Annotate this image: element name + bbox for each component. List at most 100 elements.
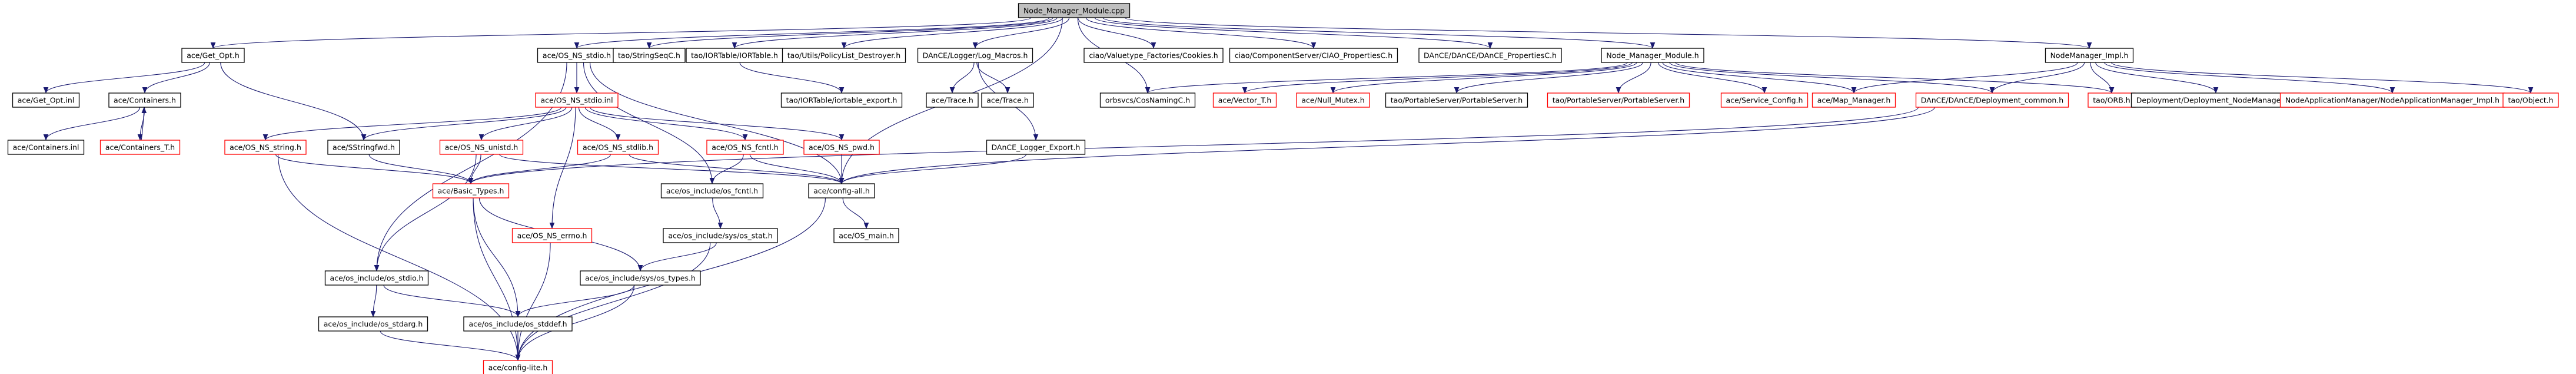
include-node[interactable]: orbsvcs/CosNamingC.h bbox=[1099, 92, 1196, 108]
node-box bbox=[2502, 92, 2559, 108]
include-node[interactable]: ace/os_include/os_stdarg.h bbox=[318, 316, 428, 332]
include-node[interactable]: ace/OS_NS_stdlib.h bbox=[577, 140, 659, 155]
include-node[interactable]: ciao/Valuetype_Factories/Cookies.h bbox=[1083, 48, 1224, 63]
include-node[interactable]: NodeManager_Impl.h bbox=[2045, 48, 2134, 63]
include-node[interactable]: ace/Map_Manager.h bbox=[1811, 92, 1896, 108]
include-node[interactable]: ace/Get_Opt.h bbox=[181, 48, 245, 63]
node-box bbox=[432, 183, 510, 198]
dependency-edge bbox=[578, 107, 619, 141]
include-node[interactable]: DAnCE/DAnCE/DAnCE_PropertiesC.h bbox=[1418, 48, 1562, 63]
include-node[interactable]: ace/SStringfwd.h bbox=[327, 140, 400, 155]
dependency-edge bbox=[577, 17, 1050, 49]
node-label: tao/IORTable/IORTable.h bbox=[691, 51, 778, 60]
include-node[interactable]: ace/OS_NS_fcntl.h bbox=[706, 140, 784, 155]
include-node[interactable]: ace/os_include/os_stdio.h bbox=[324, 270, 429, 286]
include-node[interactable]: tao/ORB.h bbox=[2088, 92, 2136, 108]
node-box bbox=[1811, 92, 1896, 108]
include-node[interactable]: NodeApplicationManager/NodeApplicationMa… bbox=[2279, 92, 2505, 108]
dependency-edge bbox=[364, 107, 567, 141]
root-node-box bbox=[1018, 3, 1131, 18]
include-node[interactable]: Node_Manager_Module.h bbox=[1601, 48, 1704, 63]
include-node[interactable]: ace/Containers_T.h bbox=[99, 140, 181, 155]
include-node[interactable]: DAnCE/DAnCE/Deployment_common.h bbox=[1915, 92, 2069, 108]
include-node[interactable]: ace/Trace.h bbox=[981, 92, 1034, 108]
include-node[interactable]: ace/os_include/os_stddef.h bbox=[463, 316, 573, 332]
node-box bbox=[2045, 48, 2134, 63]
include-node[interactable]: ace/OS_main.h bbox=[833, 228, 899, 243]
dependency-edge bbox=[2090, 62, 2112, 93]
include-node[interactable]: tao/StringSeqC.h bbox=[613, 48, 686, 63]
node-box bbox=[1915, 92, 2069, 108]
dependency-edge bbox=[1245, 62, 1633, 94]
include-node[interactable]: ace/OS_NS_pwd.h bbox=[803, 140, 880, 155]
node-box bbox=[613, 48, 686, 63]
node-box bbox=[1385, 92, 1528, 108]
node-box bbox=[511, 228, 593, 243]
dependency-edge bbox=[377, 154, 477, 271]
include-node[interactable]: ace/os_include/os_fcntl.h bbox=[660, 183, 764, 198]
include-node[interactable]: ace/OS_NS_errno.h bbox=[511, 228, 593, 243]
include-node[interactable]: ace/OS_NS_stdio.h bbox=[537, 48, 617, 63]
include-node[interactable]: ace/OS_NS_string.h bbox=[224, 140, 307, 155]
dependency-edge bbox=[265, 107, 562, 141]
node-box bbox=[537, 48, 617, 63]
node-box bbox=[1083, 48, 1224, 63]
node-box bbox=[803, 140, 880, 155]
node-box bbox=[224, 140, 307, 155]
include-node[interactable]: tao/Object.h bbox=[2502, 92, 2559, 108]
node-label: ace/OS_main.h bbox=[839, 231, 894, 240]
include-node[interactable]: tao/IORTable/iortable_export.h bbox=[780, 92, 903, 108]
dependency-edge bbox=[1854, 62, 2078, 94]
node-box bbox=[1601, 48, 1704, 63]
include-node[interactable]: ace/config-lite.h bbox=[483, 360, 553, 374]
node-box bbox=[981, 92, 1034, 108]
dependency-edge bbox=[712, 154, 744, 184]
dependency-edge bbox=[518, 284, 635, 317]
node-label: tao/StringSeqC.h bbox=[618, 51, 680, 60]
node-box bbox=[706, 140, 784, 155]
include-node[interactable]: ace/Containers.inl bbox=[7, 140, 85, 155]
node-label: ace/os_include/os_fcntl.h bbox=[666, 187, 758, 196]
dependency-edge bbox=[471, 154, 611, 184]
include-node[interactable]: tao/Utils/PolicyList_Destroyer.h bbox=[782, 48, 906, 63]
include-node[interactable]: ace/os_include/sys/os_types.h bbox=[580, 270, 701, 286]
node-box bbox=[7, 140, 85, 155]
node-label: ace/os_include/sys/os_stat.h bbox=[668, 231, 772, 240]
include-node[interactable]: ace/Get_Opt.inl bbox=[12, 92, 80, 108]
include-node[interactable]: Deployment/Deployment_NodeManagerS.h bbox=[2130, 92, 2301, 108]
include-node[interactable]: DAnCE_Logger_Export.h bbox=[986, 140, 1086, 155]
dependency-edge bbox=[734, 17, 1058, 49]
node-label: ace/Trace.h bbox=[986, 96, 1029, 105]
node-label: tao/PortableServer/PortableServer.h bbox=[1553, 96, 1684, 105]
include-node[interactable]: DAnCE/Logger/Log_Macros.h bbox=[917, 48, 1033, 63]
root-node[interactable]: Node_Manager_Module.cpp bbox=[1018, 3, 1131, 18]
node-label: tao/PortableServer/PortableServer.h bbox=[1391, 96, 1523, 105]
node-box bbox=[439, 140, 524, 155]
include-node[interactable]: ace/Service_Config.h bbox=[1720, 92, 1809, 108]
dependency-edge bbox=[842, 107, 1935, 184]
dependency-edge bbox=[629, 154, 842, 184]
include-node[interactable]: ace/config-all.h bbox=[808, 183, 875, 198]
dependency-edge bbox=[1669, 62, 1992, 94]
node-box bbox=[1296, 92, 1370, 108]
include-node[interactable]: ace/OS_NS_stdio.inl bbox=[535, 92, 619, 108]
include-node[interactable]: tao/PortableServer/PortableServer.h bbox=[1385, 92, 1528, 108]
include-node[interactable]: ace/OS_NS_unistd.h bbox=[439, 140, 524, 155]
dependency-edge bbox=[583, 62, 713, 184]
include-node[interactable]: ace/Containers.h bbox=[108, 92, 181, 108]
node-box bbox=[324, 270, 429, 286]
dependency-edge bbox=[2095, 62, 2216, 94]
dependency-edge bbox=[140, 107, 144, 143]
node-label: tao/IORTable/iortable_export.h bbox=[786, 96, 898, 105]
include-node[interactable]: ace/Null_Mutex.h bbox=[1296, 92, 1370, 108]
include-node[interactable]: ace/Trace.h bbox=[926, 92, 979, 108]
dependency-edge bbox=[1148, 62, 1628, 94]
include-node[interactable]: ace/os_include/sys/os_stat.h bbox=[663, 228, 778, 243]
include-node[interactable]: tao/PortableServer/PortableServer.h bbox=[1547, 92, 1690, 108]
include-node[interactable]: tao/IORTable/IORTable.h bbox=[686, 48, 783, 63]
include-node[interactable]: ace/Basic_Types.h bbox=[432, 183, 510, 198]
include-node[interactable]: ciao/ComponentServer/CIAO_PropertiesC.h bbox=[1229, 48, 1398, 63]
include-node[interactable]: ace/Vector_T.h bbox=[1212, 92, 1277, 108]
dependency-edge bbox=[749, 154, 842, 184]
